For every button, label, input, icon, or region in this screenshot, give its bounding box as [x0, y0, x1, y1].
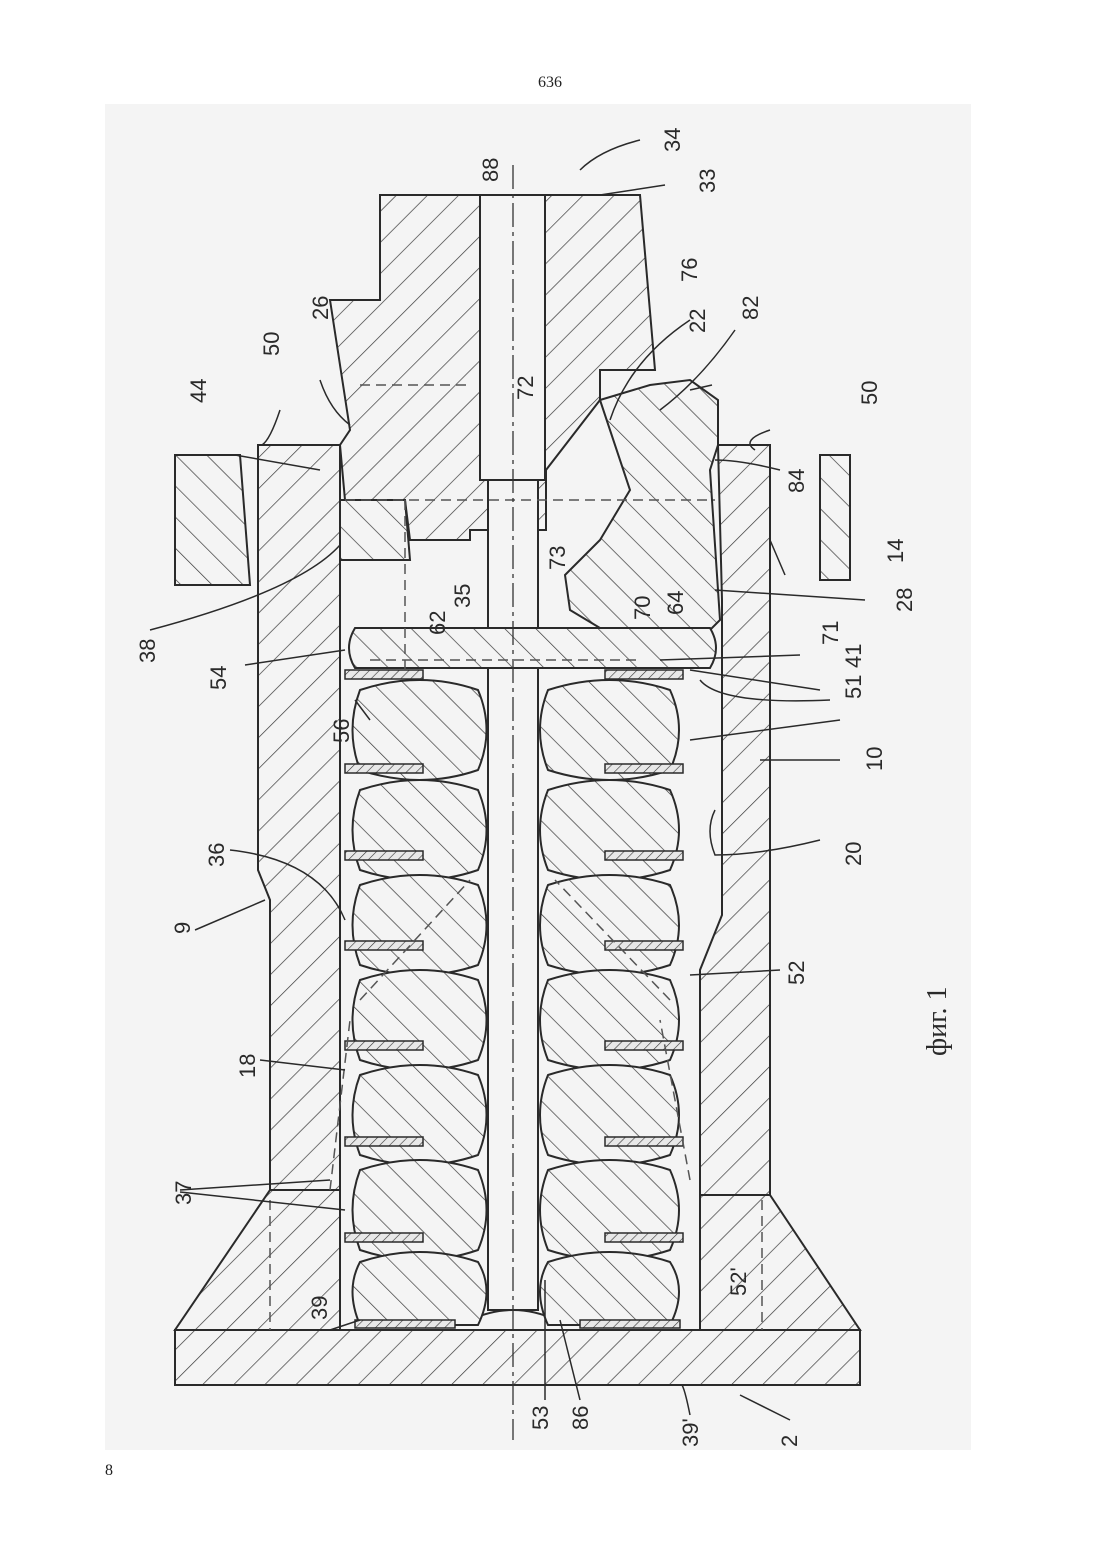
label-54: 54: [206, 666, 231, 690]
label-51: 51: [841, 675, 866, 699]
label-50-left: 50: [259, 332, 284, 356]
label-37: 37: [171, 1181, 196, 1205]
label-33: 33: [695, 169, 720, 193]
label-38: 38: [135, 639, 160, 663]
label-64: 64: [663, 591, 688, 615]
label-28: 28: [892, 588, 917, 612]
figure-caption: фиг. 1: [922, 987, 953, 1056]
label-10: 10: [862, 747, 887, 771]
label-84: 84: [784, 469, 809, 493]
label-71: 71: [818, 621, 843, 645]
label-52-prime: 52': [726, 1267, 751, 1296]
label-36: 36: [204, 843, 229, 867]
label-39: 39: [307, 1296, 332, 1320]
label-82: 82: [738, 296, 763, 320]
label-2: 2: [777, 1435, 802, 1447]
label-18: 18: [235, 1054, 260, 1078]
label-22: 22: [685, 309, 710, 333]
label-26: 26: [308, 296, 333, 320]
label-14: 14: [883, 539, 908, 563]
label-76: 76: [677, 258, 702, 282]
label-41: 41: [841, 644, 866, 668]
label-50-right: 50: [857, 381, 882, 405]
label-35: 35: [450, 584, 475, 608]
label-88: 88: [478, 158, 503, 182]
label-73: 73: [545, 546, 570, 570]
label-44: 44: [186, 379, 211, 403]
label-53: 53: [528, 1406, 553, 1430]
label-52: 52: [784, 961, 809, 985]
label-72: 72: [513, 376, 538, 400]
label-86: 86: [568, 1406, 593, 1430]
label-62: 62: [425, 611, 450, 635]
label-56: 56: [329, 719, 354, 743]
footer-page-number: 8: [105, 1462, 113, 1480]
label-34: 34: [660, 128, 685, 152]
label-9: 9: [170, 922, 195, 934]
housing-body: [175, 195, 860, 1385]
label-39-prime: 39': [678, 1418, 703, 1447]
label-70: 70: [630, 596, 655, 620]
label-20: 20: [841, 842, 866, 866]
